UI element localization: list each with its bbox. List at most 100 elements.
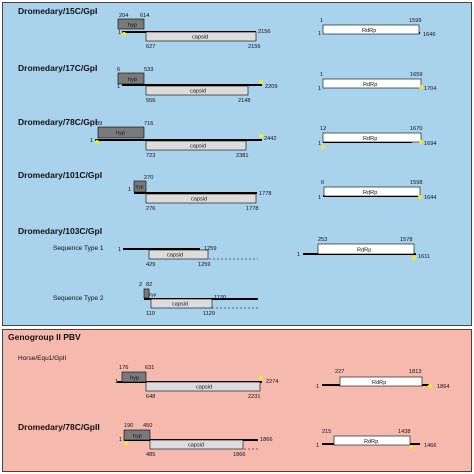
rdrp-start: 215 xyxy=(322,429,331,435)
capsid-label: capsid xyxy=(188,443,204,449)
seg1-start-label: 1 xyxy=(117,84,120,90)
rdrp-start: 12 xyxy=(320,126,326,132)
seg2-end: 1646 xyxy=(423,32,435,38)
seg2-start: 1 xyxy=(297,252,300,258)
entry-dromedary-78c-gpii: Dromedary/78C/GpII 1 hyp 190 450 capsid … xyxy=(18,422,436,458)
capsid-box xyxy=(145,140,247,151)
hyp-end: 631 xyxy=(145,365,154,371)
hyp-end: 614 xyxy=(140,13,149,19)
start-marker xyxy=(321,145,325,149)
hyp-box xyxy=(97,126,145,139)
entry-name: Horse/Equ1/GpII xyxy=(18,355,67,362)
capsid-label: capsid xyxy=(196,385,212,391)
hyp-label: hyp xyxy=(133,434,142,440)
entry-name: Dromedary/103C/GpI xyxy=(18,226,102,236)
capsid-box xyxy=(148,249,209,260)
capsid-start: 723 xyxy=(146,153,155,159)
entry-name: Dromedary/78C/GpI xyxy=(18,117,97,127)
capsid-label: capsid xyxy=(192,35,208,41)
seg2-end: 1466 xyxy=(424,443,436,449)
seg2-start: 1 xyxy=(318,86,321,92)
hyp-end: 82 xyxy=(146,282,152,288)
rdrp-label: RdRp xyxy=(372,380,386,386)
capsid-start: 648 xyxy=(146,394,155,400)
end-marker xyxy=(412,256,416,260)
hyp-label: hyp xyxy=(130,376,139,382)
hyp-box xyxy=(121,371,147,383)
seg2-end: 1644 xyxy=(424,195,436,201)
seg2-end: 1864 xyxy=(437,384,449,390)
hyp-label: hyp xyxy=(116,131,125,137)
capsid-end: 2148 xyxy=(238,98,250,104)
rdrp-box xyxy=(322,24,420,35)
rdrp-label: RdRp xyxy=(364,439,378,445)
hyp-start: 176 xyxy=(119,365,128,371)
capsid-label: capsid xyxy=(191,197,207,203)
seg1-end: 1130 xyxy=(214,295,226,301)
seg1-start-label: 1 xyxy=(119,437,122,443)
entry-name: Dromedary/17C/GpI xyxy=(18,63,97,73)
end-marker xyxy=(259,376,263,380)
seg1-end: 2442 xyxy=(264,136,276,142)
capsid-label: capsid xyxy=(167,253,183,259)
entry-name: Dromedary/78C/GpII xyxy=(18,422,100,432)
rdrp-box xyxy=(322,132,422,143)
seg2-end: 1611 xyxy=(418,254,430,260)
capsid-end: 2156 xyxy=(248,44,260,50)
rdrp-start: 1 xyxy=(320,18,323,24)
rdrp-start: 253 xyxy=(318,237,327,243)
rdrp-start: 227 xyxy=(335,369,344,375)
capsid-end: 1778 xyxy=(246,206,258,212)
seg1-end: 2274 xyxy=(266,379,278,385)
genogroup-i-panel xyxy=(2,2,472,326)
entry-name: Dromedary/101C/GpI xyxy=(18,170,102,180)
capsid-end: 2381 xyxy=(236,153,248,159)
hyp-box xyxy=(133,180,147,193)
capsid-label: capsid xyxy=(190,144,206,150)
entry-dromedary-15c: Dromedary/15C/GpI 1 hyp 204 614 capsid 6… xyxy=(18,6,435,50)
rdrp-start: 6 xyxy=(321,180,324,186)
seg1-end: 2156 xyxy=(258,29,270,35)
entry-dromedary-103c: Dromedary/103C/GpI Sequence Type 1 1 125… xyxy=(18,226,430,317)
hyp-start: 190 xyxy=(124,423,133,429)
capsid-box xyxy=(145,381,261,392)
sequence-type-1-label: Sequence Type 1 xyxy=(53,245,104,252)
seg2-start: 1 xyxy=(318,31,321,37)
seg1-end: 1259 xyxy=(204,246,216,252)
start-marker xyxy=(122,32,126,36)
capsid-start: 556 xyxy=(146,98,155,104)
end-marker xyxy=(259,80,263,84)
rdrp-box xyxy=(333,435,411,446)
entry-name: Dromedary/15C/GpI xyxy=(18,6,97,16)
end-marker xyxy=(428,384,432,388)
start-marker xyxy=(95,140,99,144)
capsid-start: 485 xyxy=(146,452,155,458)
end-marker xyxy=(259,134,263,138)
end-marker xyxy=(419,85,423,89)
seg1-end: 1778 xyxy=(259,191,271,197)
rdrp-label: RdRp xyxy=(363,82,377,88)
hyp-start: 1 xyxy=(128,187,131,193)
seg2-start: 1 xyxy=(318,195,321,201)
entry-horse-equ1: Horse/Equ1/GpII 1 hyp 176 631 capsid 648… xyxy=(18,355,449,400)
hyp-box xyxy=(123,429,151,441)
seg2-start: 1 xyxy=(316,443,319,449)
start-marker xyxy=(124,441,128,445)
hyp-label: hyp xyxy=(149,292,157,297)
entry-dromedary-101c: Dromedary/101C/GpI hyp 1 270 capsid 276 … xyxy=(18,170,436,212)
hyp-end: 270 xyxy=(144,175,153,181)
seg1-start-label: 1 xyxy=(115,379,118,385)
end-marker xyxy=(419,140,423,144)
seg2-start: 1 xyxy=(316,384,319,390)
group-title-genogroup-ii: Genogroup II PBV xyxy=(8,332,81,342)
rdrp-box xyxy=(322,78,422,89)
capsid-end: 1259 xyxy=(198,262,210,268)
rdrp-start: 1 xyxy=(320,72,323,78)
hyp-start: 204 xyxy=(119,13,128,19)
rdrp-label: RdRp xyxy=(363,190,377,196)
hyp-start: 39 xyxy=(96,121,102,127)
rdrp-label: RdRp xyxy=(357,248,371,254)
seg2-end: 1694 xyxy=(424,141,436,147)
capsid-end: 1866 xyxy=(233,452,245,458)
